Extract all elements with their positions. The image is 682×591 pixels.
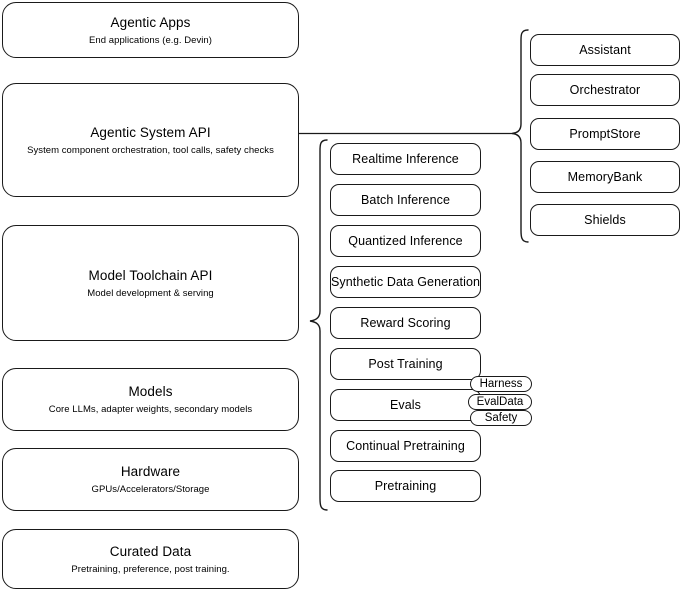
stack-layer-agentic-system-api[interactable]: Agentic System API System component orch… [2,83,299,197]
stack-layer-title: Curated Data [109,543,192,559]
system-component-label: Shields [584,213,626,227]
stack-layer-subtitle: Core LLMs, adapter weights, secondary mo… [48,404,253,415]
system-component-label: Assistant [579,43,631,57]
toolchain-capability-quantized-inference[interactable]: Quantized Inference [330,225,481,257]
eval-chip-label: EvalData [476,396,524,408]
stack-layer-title: Models [128,384,173,399]
stack-layer-agentic-apps[interactable]: Agentic Apps End applications (e.g. Devi… [2,2,299,58]
stack-layer-title: Agentic System API [90,124,211,140]
system-component-promptstore[interactable]: PromptStore [530,118,680,150]
toolchain-capability-pretraining[interactable]: Pretraining [330,470,481,502]
stack-layer-subtitle: Model development & serving [87,287,214,299]
stack-layer-title: Hardware [120,464,181,479]
toolchain-capability-batch-inference[interactable]: Batch Inference [330,184,481,216]
toolchain-capability-label: Batch Inference [360,193,451,207]
eval-chip-safety[interactable]: Safety [470,410,532,426]
system-component-label: MemoryBank [567,170,643,184]
stack-layer-model-toolchain-api[interactable]: Model Toolchain API Model development & … [2,225,299,341]
toolchain-capability-reward-scoring[interactable]: Reward Scoring [330,307,481,339]
toolchain-capability-realtime-inference[interactable]: Realtime Inference [330,143,481,175]
toolchain-capability-label: Pretraining [374,479,437,493]
stack-layer-subtitle: System component orchestration, tool cal… [27,144,274,156]
eval-chip-label: Safety [484,412,518,424]
toolchain-capability-label: Synthetic Data Generation [330,275,481,289]
curly-brace-toolchain-capabilities [305,138,331,516]
stack-layer-title: Model Toolchain API [88,267,213,283]
system-component-label: Orchestrator [569,83,641,97]
stack-layer-hardware[interactable]: Hardware GPUs/Accelerators/Storage [2,448,299,511]
toolchain-capability-label: Continual Pretraining [346,439,465,453]
eval-chip-harness[interactable]: Harness [470,376,532,392]
stack-layer-subtitle: GPUs/Accelerators/Storage [91,484,210,495]
toolchain-capability-synthetic-data-generation[interactable]: Synthetic Data Generation [330,266,481,298]
toolchain-capability-label: Realtime Inference [352,152,459,166]
stack-layer-subtitle: Pretraining, preference, post training. [71,563,230,575]
eval-chip-label: Harness [479,378,523,390]
eval-chip-evaldata[interactable]: EvalData [468,394,532,410]
toolchain-capability-continual-pretraining[interactable]: Continual Pretraining [330,430,481,462]
toolchain-capability-label: Quantized Inference [348,234,463,248]
stack-layer-curated-data[interactable]: Curated Data Pretraining, preference, po… [2,529,299,589]
system-component-label: PromptStore [569,127,641,141]
system-component-memorybank[interactable]: MemoryBank [530,161,680,193]
system-component-shields[interactable]: Shields [530,204,680,236]
toolchain-capability-evals[interactable]: Evals [330,389,481,421]
toolchain-capability-post-training[interactable]: Post Training [330,348,481,380]
stack-layer-models[interactable]: Models Core LLMs, adapter weights, secon… [2,368,299,431]
system-component-assistant[interactable]: Assistant [530,34,680,66]
toolchain-capability-label: Reward Scoring [360,316,451,330]
toolchain-capability-label: Evals [389,398,422,412]
curly-brace-system-components [508,28,532,248]
stack-layer-subtitle: End applications (e.g. Devin) [89,34,212,46]
system-component-orchestrator[interactable]: Orchestrator [530,74,680,106]
toolchain-capability-label: Post Training [368,357,443,371]
stack-layer-title: Agentic Apps [110,14,191,30]
